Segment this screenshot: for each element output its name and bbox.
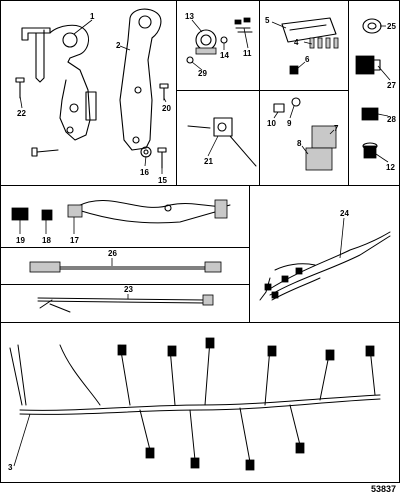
connector-19 bbox=[11, 207, 29, 221]
callout-15: 15 bbox=[158, 176, 167, 185]
nut-9 bbox=[291, 97, 301, 107]
connector-27 bbox=[355, 55, 381, 75]
relay-8 bbox=[305, 147, 333, 171]
callout-7: 7 bbox=[334, 124, 339, 133]
bolt-20 bbox=[159, 83, 169, 101]
circuit-breaker-10 bbox=[273, 103, 285, 113]
callout-25: 25 bbox=[387, 22, 396, 31]
harness-17 bbox=[67, 199, 231, 224]
connector-18 bbox=[41, 209, 53, 221]
screw-29 bbox=[186, 56, 194, 64]
callout-13: 13 bbox=[185, 12, 194, 21]
main-harness-3 bbox=[9, 337, 381, 471]
fuses-4 bbox=[309, 37, 339, 49]
callout-4: 4 bbox=[294, 38, 299, 47]
callout-labels: 1 2 3 4 5 6 7 8 9 10 11 12 13 14 15 16 1… bbox=[8, 12, 396, 472]
harness-24 bbox=[259, 231, 391, 301]
bolt-15 bbox=[157, 147, 167, 169]
sensor-21 bbox=[187, 117, 257, 167]
grommet-25 bbox=[362, 18, 382, 34]
callout-24: 24 bbox=[340, 209, 349, 218]
callout-9: 9 bbox=[287, 119, 292, 128]
callout-10: 10 bbox=[267, 119, 276, 128]
callout-14: 14 bbox=[220, 51, 229, 60]
drawing-number: 53837 bbox=[371, 484, 396, 494]
callout-11: 11 bbox=[243, 49, 252, 58]
callout-21: 21 bbox=[204, 157, 213, 166]
leader-lines bbox=[13, 19, 391, 467]
callout-22: 22 bbox=[17, 109, 26, 118]
callout-6: 6 bbox=[305, 55, 310, 64]
key-set-11 bbox=[234, 17, 253, 33]
harness-26 bbox=[29, 261, 222, 273]
panel-harness-17 bbox=[0, 185, 250, 248]
bracket-1 bbox=[21, 24, 97, 141]
callout-20: 20 bbox=[162, 104, 171, 113]
screw-14 bbox=[220, 36, 228, 44]
callout-26: 26 bbox=[108, 249, 117, 258]
panel-sensor bbox=[176, 90, 260, 186]
ignition-switch-13 bbox=[195, 29, 217, 55]
callout-2: 2 bbox=[116, 41, 121, 50]
callout-8: 8 bbox=[297, 139, 302, 148]
callout-29: 29 bbox=[198, 69, 207, 78]
bolt-22 bbox=[15, 77, 25, 99]
connector-12 bbox=[362, 142, 378, 159]
callout-18: 18 bbox=[42, 236, 51, 245]
callout-1: 1 bbox=[90, 12, 95, 21]
bracket-2 bbox=[119, 8, 162, 151]
panel-harness-24 bbox=[249, 185, 400, 323]
callout-3: 3 bbox=[8, 463, 13, 472]
connector-28 bbox=[361, 107, 379, 121]
harness-23 bbox=[37, 294, 214, 313]
callout-16: 16 bbox=[140, 168, 149, 177]
fuse-block-5 bbox=[281, 17, 337, 43]
relay-7 bbox=[311, 125, 337, 149]
callout-5: 5 bbox=[265, 16, 270, 25]
callout-28: 28 bbox=[387, 115, 396, 124]
clip-6 bbox=[289, 65, 299, 75]
callout-19: 19 bbox=[16, 236, 25, 245]
callout-27: 27 bbox=[387, 81, 396, 90]
callout-17: 17 bbox=[70, 236, 79, 245]
callout-23: 23 bbox=[124, 285, 133, 294]
bolt-lower-left bbox=[31, 147, 59, 157]
callout-12: 12 bbox=[386, 163, 395, 172]
